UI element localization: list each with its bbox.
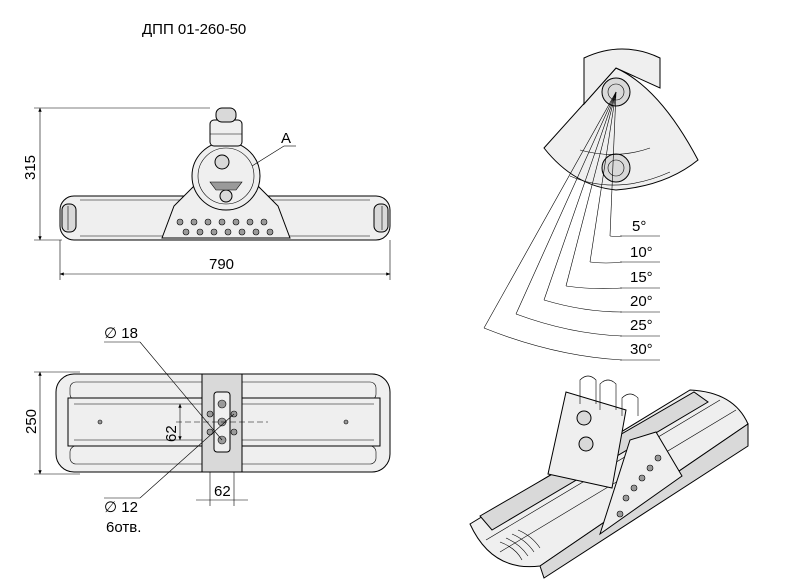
hole-count-label: 6отв.: [106, 519, 141, 536]
angle-arcs: [483, 235, 623, 361]
angle-view: 5° 10° 15° 20° 25° 30°: [483, 48, 699, 361]
top-view: 250 ∅ 18 ∅ 12 6отв. 62: [23, 325, 391, 536]
spacing-horizontal-dimension: 62: [214, 483, 231, 500]
angle-label-20: 20°: [630, 293, 653, 310]
isometric-view: [469, 375, 749, 579]
end-cap-vents: [499, 529, 541, 561]
height-dimension: 315: [22, 155, 39, 180]
angle-label-10: 10°: [630, 244, 653, 261]
detail-label-a: А: [281, 130, 291, 147]
angle-label-25: 25°: [630, 317, 653, 334]
spacing-vertical-dimension: 62: [163, 425, 180, 442]
hole-large-label: ∅ 18: [104, 325, 138, 342]
bracket-holes: [176, 218, 274, 236]
angle-label-5: 5°: [632, 218, 646, 235]
iso-bracket-holes: [616, 454, 662, 518]
angle-label-15: 15°: [630, 269, 653, 286]
hole-small-label: ∅ 12: [104, 499, 138, 516]
drawing-title: ДПП 01-260-50: [142, 21, 246, 38]
angle-label-30: 30°: [630, 341, 653, 358]
front-view: 315 А: [22, 107, 391, 280]
angle-rays: [483, 91, 617, 329]
width-dimension: 790: [209, 256, 234, 273]
depth-dimension: 250: [23, 409, 40, 434]
